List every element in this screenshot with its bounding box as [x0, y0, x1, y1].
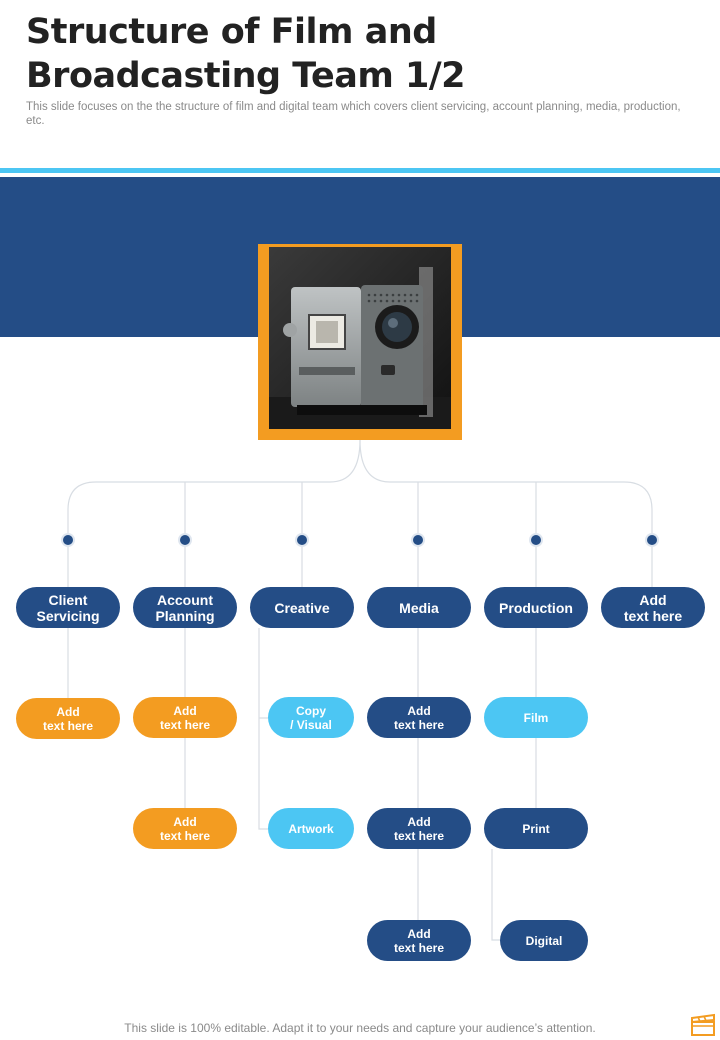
node-account-sub-1[interactable]: Add text here	[133, 697, 237, 738]
page-title: Structure of Film and Broadcasting Team …	[26, 12, 465, 96]
node-media[interactable]: Media	[367, 587, 471, 628]
node-artwork[interactable]: Artwork	[268, 808, 354, 849]
root-connector	[67, 439, 361, 540]
camera-projector-photo	[269, 247, 451, 429]
node-print[interactable]: Print	[484, 808, 588, 849]
connector-dot	[180, 535, 190, 545]
connector-dot	[647, 535, 657, 545]
accent-rule	[0, 168, 720, 173]
node-film[interactable]: Film	[484, 697, 588, 738]
node-creative[interactable]: Creative	[250, 587, 354, 628]
node-copy-visual[interactable]: Copy / Visual	[268, 697, 354, 738]
connector-dot	[63, 535, 73, 545]
node-media-sub-2[interactable]: Add text here	[367, 808, 471, 849]
node-add-text[interactable]: Add text here	[601, 587, 705, 628]
node-production[interactable]: Production	[484, 587, 588, 628]
page-subtitle: This slide focuses on the the structure …	[26, 101, 681, 127]
camera-projector-icon	[269, 247, 451, 429]
root-connector-right	[359, 439, 653, 540]
connector-dot	[531, 535, 541, 545]
node-media-sub-3[interactable]: Add text here	[367, 920, 471, 961]
node-client-sub-1[interactable]: Add text here	[16, 698, 120, 739]
photo-frame	[258, 244, 462, 440]
node-account-sub-2[interactable]: Add text here	[133, 808, 237, 849]
connector-dot	[413, 535, 423, 545]
connector-dot	[297, 535, 307, 545]
node-account-planning[interactable]: Account Planning	[133, 587, 237, 628]
node-client-servicing[interactable]: Client Servicing	[16, 587, 120, 628]
clapperboard-icon	[691, 1013, 715, 1036]
footer-note: This slide is 100% editable. Adapt it to…	[124, 1021, 596, 1035]
node-digital[interactable]: Digital	[500, 920, 588, 961]
node-media-sub-1[interactable]: Add text here	[367, 697, 471, 738]
